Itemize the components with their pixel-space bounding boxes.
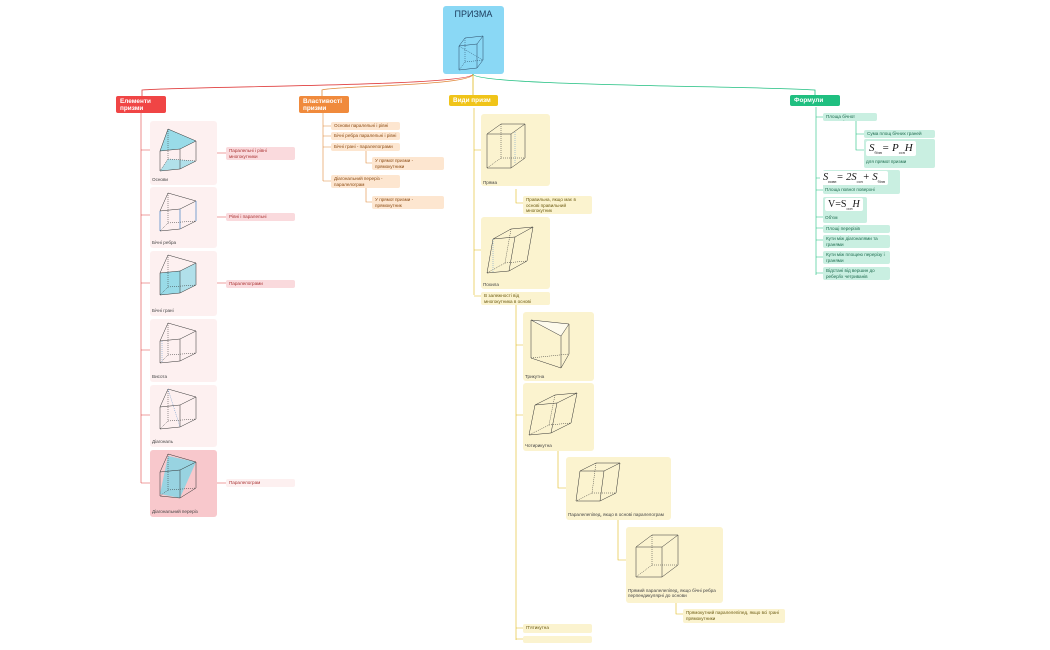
right-parallelepiped-icon — [635, 534, 679, 578]
card-caption: Прямий паралелепіпед, якщо бічні ребра п… — [628, 588, 716, 599]
full-formula: Sповн= 2Sосн+ Sбічн — [820, 171, 888, 185]
card-diagonal-section[interactable]: Діагональний переріз — [150, 450, 217, 517]
card-lateral-faces[interactable]: Бічні грані — [150, 251, 217, 316]
card-caption: Пряма — [483, 180, 498, 185]
triangular-prism-icon — [530, 319, 570, 369]
leaf-rect-parallelepiped[interactable]: Прямокутний паралелепіпед, якщо всі гран… — [683, 609, 785, 623]
prism-section-icon — [159, 453, 197, 499]
card-caption: Бічні грані — [152, 308, 174, 313]
formula-angle-section[interactable]: Кути між площею перерізу і гранями — [823, 251, 890, 264]
card-height[interactable]: Висота — [150, 319, 217, 382]
card-caption: Бічні ребра — [152, 240, 177, 245]
card-caption: Трикутна — [525, 374, 545, 379]
prism-faces-icon — [159, 254, 197, 296]
lateral-formula: Sбічн= PоснH — [866, 141, 916, 156]
card-oblique-prism[interactable]: Похила — [481, 217, 550, 289]
lateral-formula-box[interactable]: Sбічн= PоснH для прямої призми — [864, 139, 935, 168]
prism-diagonal-icon — [159, 388, 197, 430]
leaf-pentagonal[interactable]: П'ятикутна — [523, 624, 592, 633]
card-caption: Паралелепіпед, якщо в основі паралелогра… — [568, 512, 664, 517]
leaf-regular[interactable]: Правильна, якщо має в основі правильний … — [523, 196, 592, 214]
card-caption: Висота — [152, 374, 168, 379]
card-triangular[interactable]: Трикутна — [523, 312, 594, 381]
formula-angle-diag[interactable]: Кути між діагоналями та гранями — [823, 235, 890, 248]
leaf-lateral-faces[interactable]: Паралелограми — [226, 280, 295, 288]
link-formulas — [472, 73, 816, 96]
straight-prism-icon — [486, 123, 526, 169]
card-lateral-edges[interactable]: Бічні ребра — [150, 187, 217, 248]
prop-item[interactable]: Бічні ребра паралельні і рівні — [331, 132, 400, 140]
formula-lateral-sum[interactable]: Сума площ бічних граней — [864, 130, 935, 138]
card-quadrilateral[interactable]: Чотирикутна — [523, 383, 594, 451]
prop-item[interactable]: У прямої призми - прямокутник — [372, 196, 444, 209]
prop-item[interactable]: У прямої призми - прямокутники — [372, 157, 444, 170]
formula-sections[interactable]: Площі перерізів — [823, 225, 890, 233]
card-caption: Діагональ — [152, 439, 173, 444]
prop-item[interactable]: Діагональний переріз - паралелограм — [331, 175, 400, 188]
prop-item[interactable]: Бічні грані - паралелограми — [331, 143, 400, 151]
prism-height-icon — [159, 322, 197, 364]
parallelepiped-icon — [575, 462, 621, 502]
prism-bases-icon — [159, 128, 197, 172]
card-caption: Похила — [483, 282, 499, 287]
quadrilateral-prism-icon — [528, 392, 578, 436]
card-parallelepiped[interactable]: Паралелепіпед, якщо в основі паралелогра… — [566, 457, 671, 520]
prism-edges-icon — [159, 192, 197, 232]
branch-formulas[interactable]: Формули — [790, 95, 840, 106]
oblique-prism-icon — [486, 226, 534, 274]
root-title: ПРИЗМА — [454, 9, 493, 19]
card-caption: Чотирикутна — [525, 443, 552, 448]
link-properties — [321, 73, 474, 96]
full-formula-box[interactable]: Sповн= 2Sосн+ Sбічн Площа повної поверхн… — [820, 170, 900, 194]
prism-icon — [458, 35, 484, 71]
prop-item[interactable]: Основи паралельні і рівні — [331, 122, 400, 130]
card-diagonal[interactable]: Діагональ — [150, 385, 217, 447]
volume-formula: V=SоснH — [825, 198, 863, 211]
root-node[interactable]: ПРИЗМА — [443, 6, 504, 74]
for-right-label: для прямої призми — [866, 159, 907, 164]
branch-types[interactable]: Види призм — [449, 95, 498, 106]
branch-elements[interactable]: Елементи призми — [116, 96, 166, 113]
volume-label: Об'єм — [825, 215, 838, 220]
card-bases[interactable]: Основи — [150, 121, 217, 185]
volume-formula-box[interactable]: V=SоснH Об'єм — [823, 197, 867, 223]
leaf-diagonal-section[interactable]: Паралелограм — [226, 479, 295, 487]
leaf-by-polygon[interactable]: В залежності від многокутника в основі — [481, 292, 550, 305]
formula-distance[interactable]: Відстані від вершин до ребер/іх четриван… — [823, 267, 890, 280]
leaf-more[interactable] — [523, 636, 592, 643]
formula-lateral-area[interactable]: Площа бічної поверхні — [823, 113, 877, 121]
card-caption: Діагональний переріз — [152, 509, 198, 514]
card-caption: Основи — [152, 177, 168, 182]
leaf-lateral-edges[interactable]: Рівні і паралельні — [226, 213, 295, 221]
card-right-parallelepiped[interactable]: Прямий паралелепіпед, якщо бічні ребра п… — [626, 527, 723, 603]
link-elements — [141, 73, 474, 96]
card-straight-prism[interactable]: Пряма — [481, 114, 550, 186]
leaf-bases[interactable]: Паралельні і рівні многокутники — [226, 147, 295, 160]
branch-properties[interactable]: Властивості призми — [299, 96, 349, 113]
full-area-label: Площа повної поверхні — [825, 187, 875, 192]
